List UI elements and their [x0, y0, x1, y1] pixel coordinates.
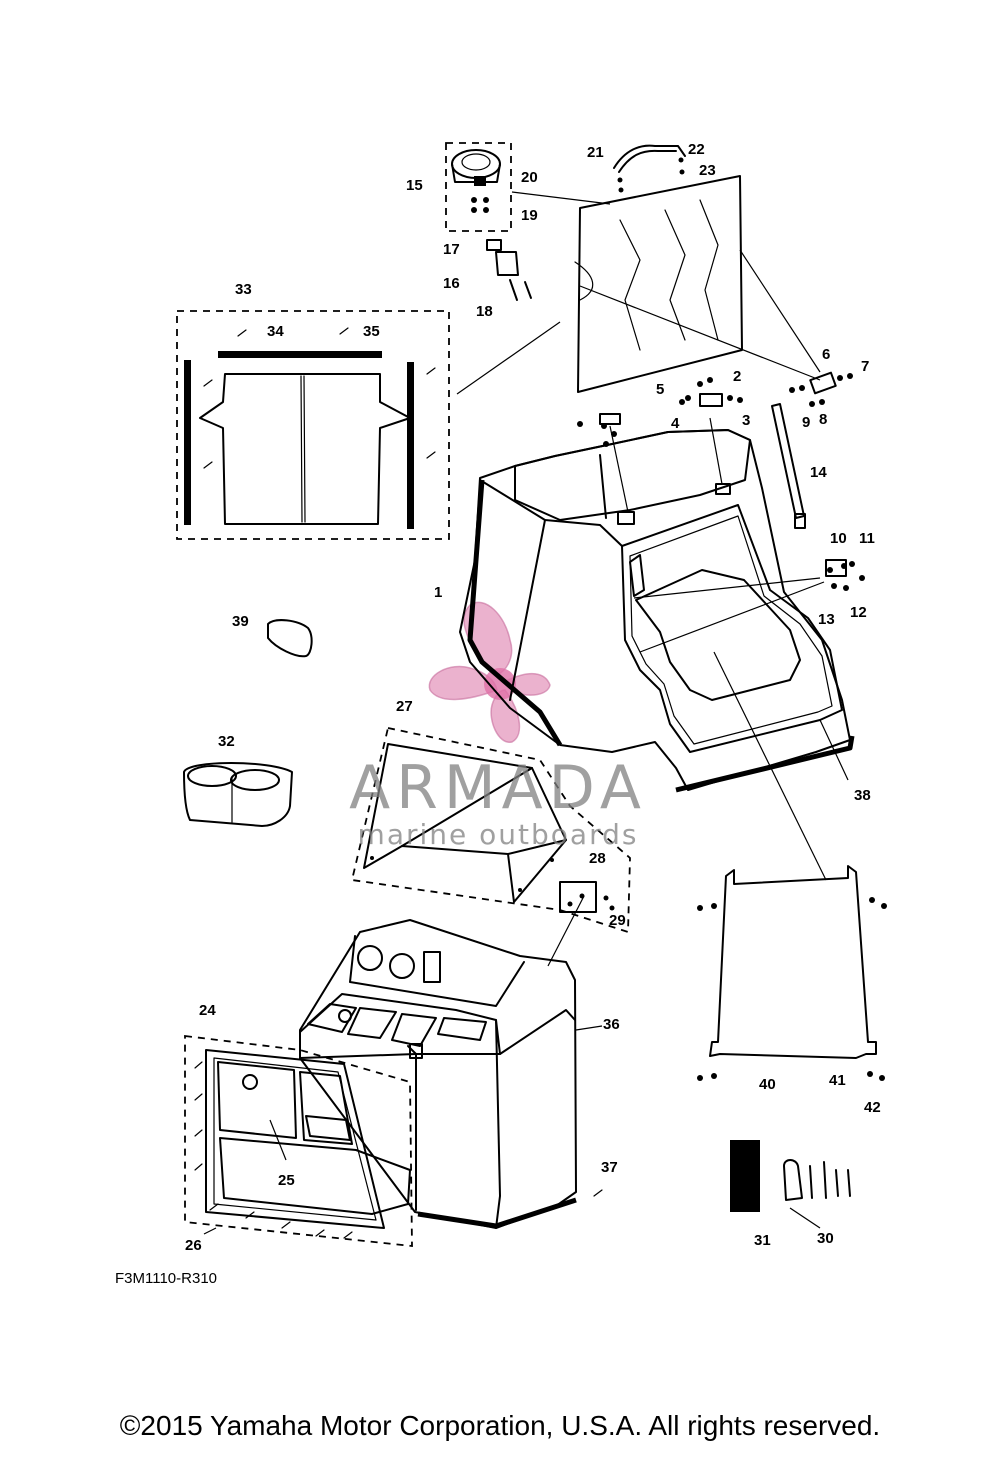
- callout-37: 37: [601, 1159, 618, 1176]
- callout-23: 23: [699, 162, 716, 179]
- callout-18: 18: [476, 303, 493, 320]
- callout-3: 3: [742, 412, 750, 429]
- panel-27-group: [350, 726, 631, 934]
- callout-28: 28: [589, 850, 606, 867]
- callout-29: 29: [609, 912, 626, 929]
- callout-26: 26: [185, 1237, 202, 1254]
- callout-40: 40: [759, 1076, 776, 1093]
- callout-34: 34: [267, 323, 284, 340]
- callout-30: 30: [817, 1230, 834, 1247]
- callout-17: 17: [443, 241, 460, 258]
- copyright-notice: ©2015 Yamaha Motor Corporation, U.S.A. A…: [119, 1410, 881, 1441]
- callout-labels: 1 2 3 4 5 6 7 8 9 10 11 12 13 14 15 16 1…: [185, 141, 881, 1254]
- callout-24: 24: [199, 1002, 216, 1019]
- callout-38: 38: [854, 787, 871, 804]
- callout-36: 36: [603, 1016, 620, 1033]
- callout-22: 22: [688, 141, 705, 158]
- callout-10: 10: [830, 530, 847, 547]
- small-parts-left: [183, 619, 313, 827]
- window-frame-40: [697, 865, 887, 1081]
- callout-2: 2: [733, 368, 741, 385]
- watermark-brand: ARMADA: [349, 753, 647, 823]
- top-cover-panel: [574, 144, 743, 393]
- door-24-group: [184, 1034, 413, 1248]
- cup-holder-group: [445, 142, 611, 301]
- callout-12: 12: [850, 604, 867, 621]
- callout-5: 5: [656, 381, 664, 398]
- drawing-code: F3M1110-R310: [115, 1270, 217, 1287]
- callout-39: 39: [232, 613, 249, 630]
- console-body: [459, 429, 855, 793]
- callout-35: 35: [363, 323, 380, 340]
- callout-11: 11: [859, 530, 875, 547]
- callout-15: 15: [406, 177, 423, 194]
- callout-4: 4: [671, 415, 680, 432]
- watermark-logo: [428, 601, 551, 743]
- hinge-hardware: [577, 371, 865, 591]
- callout-27: 27: [396, 698, 413, 715]
- callout-20: 20: [521, 169, 538, 186]
- callout-16: 16: [443, 275, 460, 292]
- watermark-tagline: marine outboards: [358, 818, 639, 851]
- cushion-set-group: [176, 310, 450, 540]
- callout-25: 25: [278, 1172, 295, 1189]
- callout-32: 32: [218, 733, 235, 750]
- leader-lines: [203, 249, 849, 1235]
- lower-console: [299, 919, 577, 1229]
- callout-13: 13: [818, 611, 835, 628]
- small-parts-bottom-right: [593, 1140, 851, 1212]
- callout-42: 42: [864, 1099, 881, 1116]
- callout-14: 14: [810, 464, 827, 481]
- callout-19: 19: [521, 207, 538, 224]
- callout-7: 7: [861, 358, 869, 375]
- callout-33: 33: [235, 281, 252, 298]
- callout-21: 21: [587, 144, 604, 161]
- callout-41: 41: [829, 1072, 846, 1089]
- callout-31: 31: [754, 1232, 771, 1249]
- callout-6: 6: [822, 346, 830, 363]
- callout-8: 8: [819, 411, 827, 428]
- callout-9: 9: [802, 414, 810, 431]
- callout-1: 1: [434, 584, 442, 601]
